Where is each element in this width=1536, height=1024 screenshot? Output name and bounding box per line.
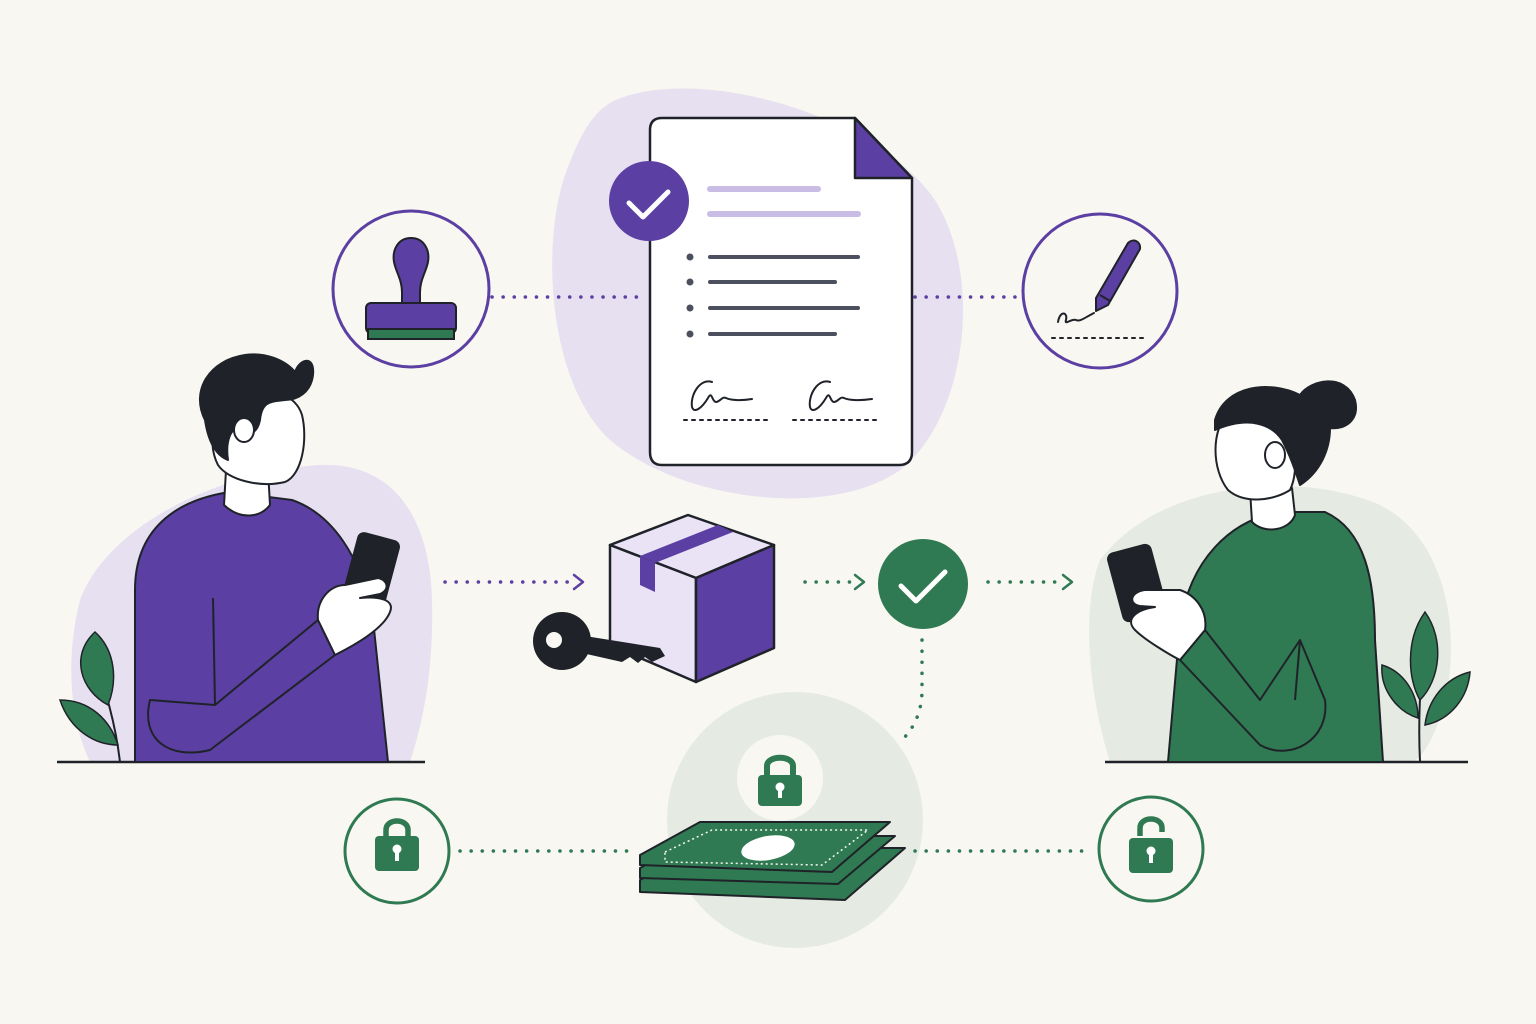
signature-mark-left <box>690 380 753 411</box>
cash-backdrop-circle <box>667 692 923 948</box>
lock-icon <box>758 754 802 806</box>
connectors <box>443 295 1092 853</box>
buyer-ear <box>233 417 255 443</box>
stamp-icon <box>365 236 457 340</box>
seller-person <box>1107 380 1384 763</box>
signature-badge <box>1021 212 1179 370</box>
box-tape-top <box>640 525 733 563</box>
cash-stack <box>639 821 906 901</box>
cash-bill-center-oval <box>741 835 795 861</box>
pen-signature-icon <box>1051 239 1149 339</box>
seller-hand <box>1130 589 1207 661</box>
document-page <box>648 116 914 467</box>
checkmark-icon <box>898 569 948 604</box>
cash-bill-inner <box>664 829 869 866</box>
lock-icon <box>375 818 419 871</box>
stamp-badge <box>331 209 491 369</box>
escrow-locked-badge <box>343 797 451 905</box>
box-side <box>694 543 776 684</box>
package-box <box>608 513 776 684</box>
arrow-right-icon <box>1061 573 1074 591</box>
approval-check-badge <box>878 539 968 629</box>
arrow-right-icon <box>572 573 585 591</box>
unlock-icon <box>1129 816 1173 873</box>
key-icon <box>533 612 665 670</box>
arrow-right-icon <box>853 573 866 591</box>
buyer-hand <box>316 577 392 656</box>
plant-right <box>1381 610 1471 763</box>
document-signatures <box>683 380 881 421</box>
seller-hair <box>1214 380 1357 486</box>
buyer-person <box>134 353 400 763</box>
plant-left <box>58 630 121 763</box>
escrow-unlocked-badge <box>1097 795 1205 903</box>
box-tape-front <box>640 556 655 592</box>
document-folded-corner <box>853 116 914 180</box>
document-bullet-list <box>686 253 860 338</box>
connector-arrowheads <box>572 573 1074 591</box>
buyer-hair <box>199 353 315 461</box>
contract-document <box>609 116 914 467</box>
checkmark-icon <box>626 189 671 220</box>
document-verified-badge <box>609 161 689 241</box>
seller-ear <box>1264 441 1286 469</box>
signature-mark-right <box>808 380 873 411</box>
check-to-cash-connector <box>900 638 924 742</box>
